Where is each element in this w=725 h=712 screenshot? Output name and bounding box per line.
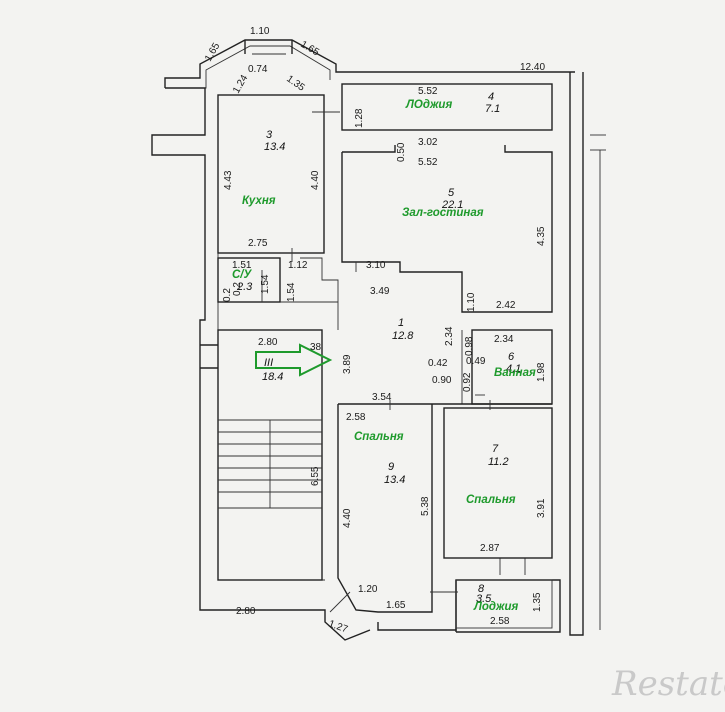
bedroom1-area: 13.4 [384, 474, 405, 486]
dim-label: 1.10 [466, 292, 477, 312]
dimension-labels: 1.10 1.65 1.65 0.74 1.24 1.35 12.40 5.52… [203, 26, 547, 636]
dim-label: 3.10 [366, 260, 386, 271]
dim-label: 5.52 [418, 86, 438, 97]
living-name: Зал-гостиная [402, 207, 484, 219]
dim-label: 4.40 [310, 170, 321, 190]
dim-label: 2.58 [346, 412, 366, 423]
wc-area: 2.3 [236, 281, 253, 293]
dim-label: 0.92 [462, 372, 473, 392]
dim-label: 0.90 [432, 375, 452, 386]
dim-label: 2.58 [490, 616, 510, 627]
loggia-bottom-name: Лоджия [473, 601, 519, 613]
bath-number: 6 [508, 351, 515, 363]
bath-area: 4.1 [506, 363, 521, 375]
bedroom1-number: 9 [388, 461, 394, 473]
dim-label: 2.75 [248, 238, 268, 249]
bedroom2-area: 11.2 [488, 456, 509, 468]
dim-label: 4.40 [342, 508, 353, 528]
stairs-area: 18.4 [262, 371, 283, 383]
living-area: 22.1 [441, 199, 463, 211]
dim-label: 3.91 [536, 498, 547, 518]
dim-label: 0.49 [466, 356, 486, 367]
dim-label: 2.80 [258, 337, 278, 348]
kitchen-name: Кухня [242, 195, 276, 207]
dim-label: 6.55 [310, 466, 321, 486]
dim-label: 5.52 [418, 157, 438, 168]
loggia-bottom-number: 8 [478, 583, 485, 595]
stairs-number: III [264, 357, 273, 369]
loggia-top-number: 4 [488, 91, 494, 103]
dim-label: 1.51 [232, 260, 252, 271]
dim-label: 2.87 [480, 543, 500, 554]
bath-name: Ванная [494, 367, 536, 379]
dim-label: 4.43 [223, 170, 234, 190]
dim-label: 3.54 [372, 392, 392, 403]
bedroom2-number: 7 [492, 443, 499, 455]
dim-label: 2.42 [496, 300, 516, 311]
loggia-top-name: ЛОджия [405, 99, 452, 111]
room-labels: 3 13.4 Кухня ЛОджия 4 7.1 5 22.1 Зал-гос… [232, 91, 536, 613]
dim-label: 4.35 [536, 226, 547, 246]
dim-label: 0.50 [396, 142, 407, 162]
dim-label: 1.54 [260, 274, 271, 294]
dim-label: 1.28 [354, 108, 365, 128]
dim-label: 3.89 [342, 354, 353, 374]
stair-treads [218, 419, 322, 509]
bedroom1-name: Спальня [354, 431, 404, 443]
dim-label: 2.80 [236, 606, 256, 617]
dim-label: 0.2 [222, 288, 233, 302]
dim-label: 2.34 [444, 326, 455, 346]
dim-label: 1.65 [299, 39, 322, 58]
dim-label: 1.98 [536, 362, 547, 382]
dim-label: 1.20 [358, 584, 378, 595]
living-number: 5 [448, 187, 455, 199]
kitchen-area: 13.4 [264, 141, 285, 153]
dim-label: 0.74 [248, 64, 268, 75]
dim-label: 1.24 [231, 73, 250, 96]
dim-label: 1.65 [203, 41, 222, 64]
interior-walls [217, 83, 553, 629]
loggia-top-area: 7.1 [485, 103, 500, 115]
dim-label: 1.65 [386, 600, 406, 611]
hall-area: 12.8 [392, 330, 414, 342]
dim-label: 1.54 [286, 282, 297, 302]
kitchen-number: 3 [266, 129, 273, 141]
dim-label: 5.38 [420, 496, 431, 516]
dim-label: 3.49 [370, 286, 390, 297]
watermark-logo: Restate [611, 664, 725, 704]
loggia-bottom-area: 3.5 [476, 593, 492, 605]
dim-label: 1.35 [284, 73, 307, 93]
dim-label: 3.02 [418, 137, 438, 148]
dim-label: 0.98 [464, 336, 475, 356]
bedroom2-name: Спальня [466, 494, 516, 506]
dim-label: 1.12 [288, 260, 308, 271]
dim-label: 12.40 [520, 62, 545, 73]
hall-number: 1 [398, 317, 404, 329]
dim-label: 2.34 [494, 334, 514, 345]
entrance-arrow [255, 343, 333, 377]
dim-label: 38 [310, 342, 322, 353]
wc-name: С/У [232, 269, 253, 281]
dim-label: 0.2 [232, 282, 243, 296]
dim-label: 0.42 [428, 358, 448, 369]
dim-label: 1.10 [250, 26, 270, 37]
dim-label: 1.35 [532, 592, 543, 612]
